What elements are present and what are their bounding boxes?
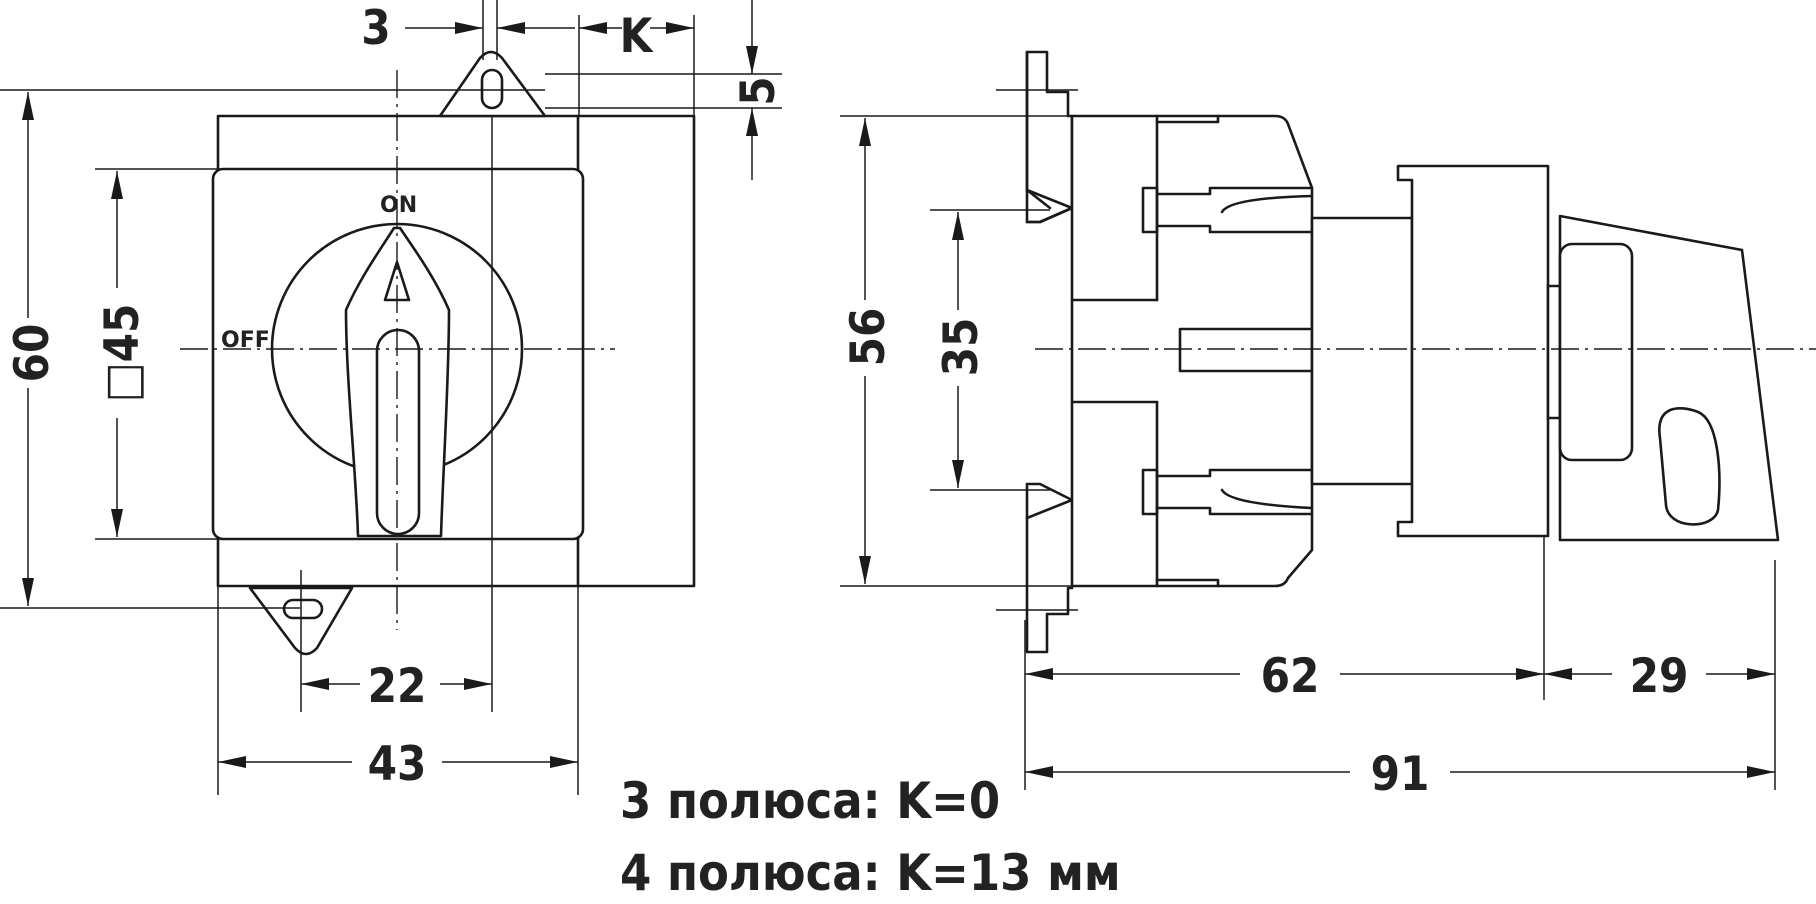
handle-grip xyxy=(375,328,421,536)
off-label: OFF xyxy=(221,328,270,353)
dim-height-35: 35 xyxy=(934,318,989,377)
on-label: ON xyxy=(380,193,417,218)
notes: 3 полюса: K=0 4 полюса: K=13 мм xyxy=(620,772,1121,902)
side-view: 56 35 62 29 91 xyxy=(840,50,1816,802)
knob-housing xyxy=(1396,164,1550,538)
dim-depth-91: 91 xyxy=(1371,747,1430,802)
terminal-upper xyxy=(1141,186,1159,234)
dim-offset-5: 5 xyxy=(731,76,786,105)
top-lock-slot xyxy=(480,68,504,110)
mounting-bracket xyxy=(1025,50,1074,224)
dim-height-60: 60 xyxy=(5,324,60,383)
shaft-collar xyxy=(1310,216,1414,486)
dim-offset-22: 22 xyxy=(368,659,427,714)
top-lock-tab xyxy=(438,50,547,118)
terminal-lower xyxy=(1141,468,1159,516)
dim-depth-29: 29 xyxy=(1630,649,1689,704)
note-4-poles: 4 полюса: K=13 мм xyxy=(620,844,1121,902)
bottom-lock-slot xyxy=(282,598,324,620)
front-view: ON OFF 60 □45 3 K 5 xyxy=(0,0,786,795)
note-3-poles: 3 полюса: K=0 xyxy=(620,772,1000,830)
knob-grip xyxy=(1658,406,1721,526)
dim-depth-62: 62 xyxy=(1261,649,1320,704)
dim-gap-3: 3 xyxy=(361,1,390,56)
dim-k: K xyxy=(620,9,655,64)
dim-width-43: 43 xyxy=(368,737,427,792)
dim-height-56: 56 xyxy=(841,308,896,367)
dim-square-45: □45 xyxy=(95,304,150,403)
